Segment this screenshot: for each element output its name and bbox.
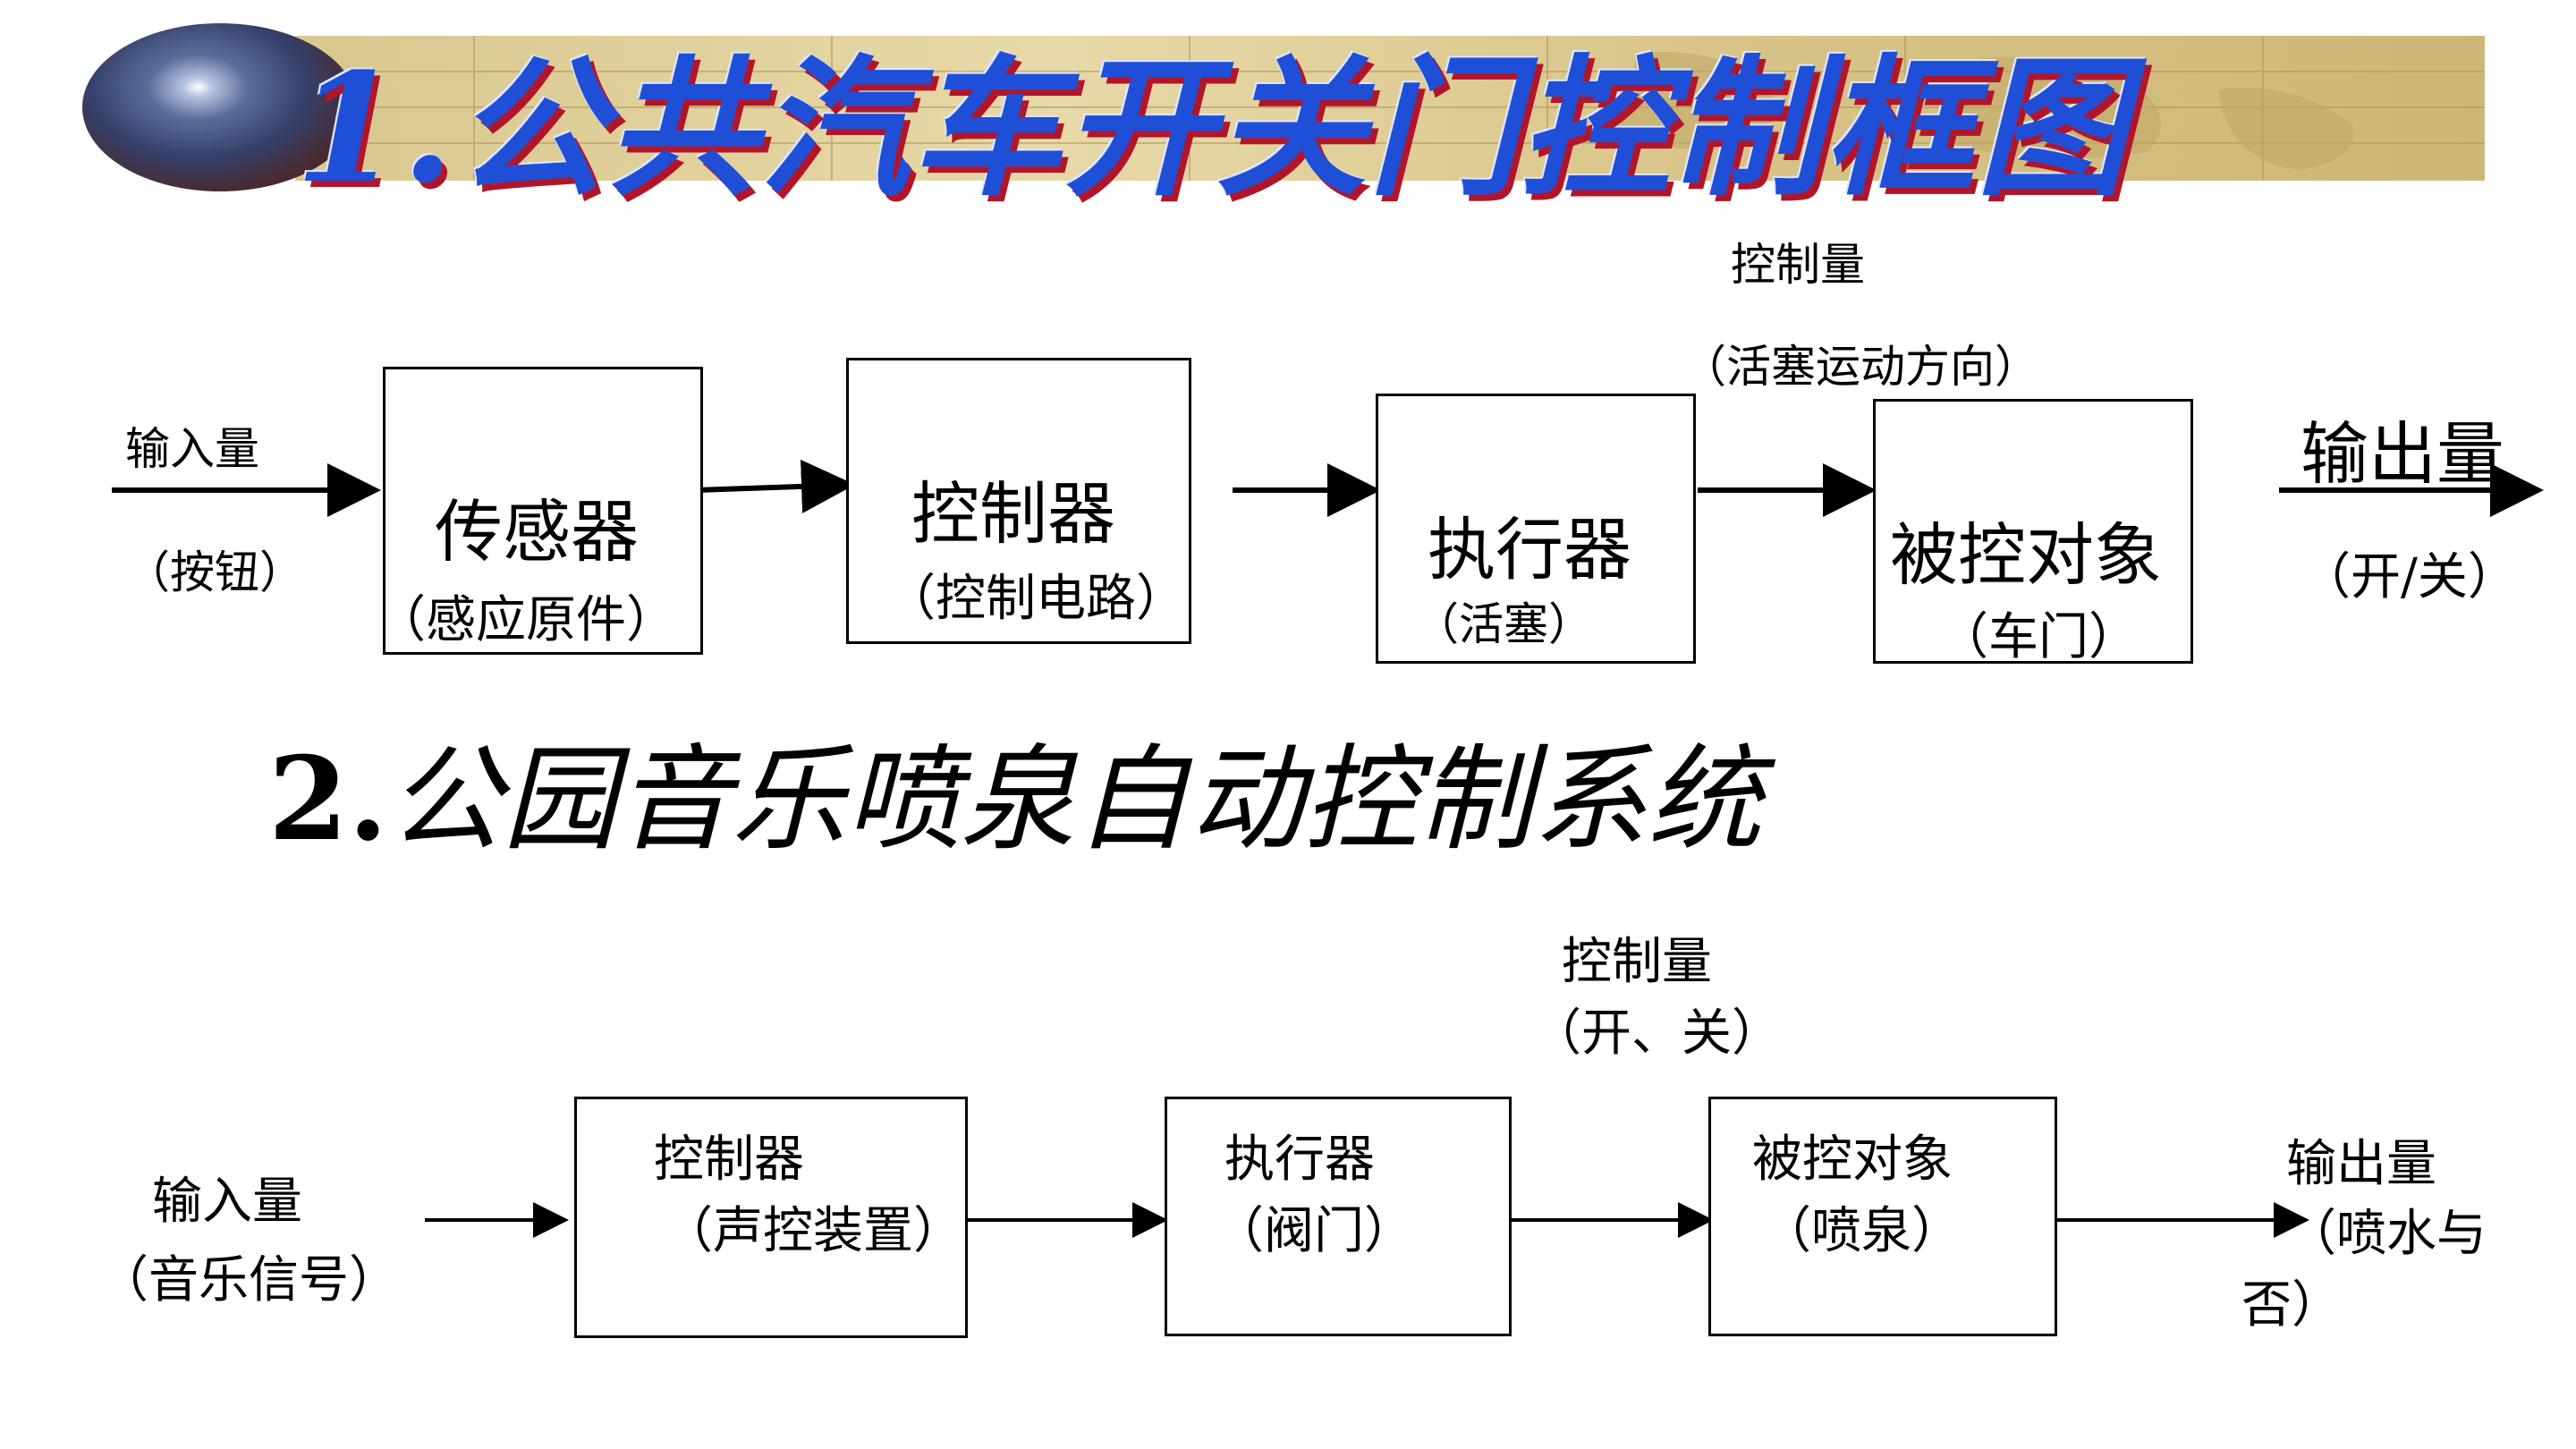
input-sub-1: （按钮）	[125, 547, 304, 598]
block-controller: 控制器	[846, 358, 1191, 644]
block-object-2-sub: （喷泉）	[1761, 1202, 1962, 1260]
section2-title: 2.公园音乐喷泉自动控制系统	[268, 707, 1762, 872]
block-object: 被控对象 （车门）	[1873, 399, 2193, 666]
block-sensor: 传感器	[383, 367, 703, 655]
input-label-2: 输入量	[152, 1173, 302, 1231]
control-quantity-label-1: 控制量	[1731, 239, 1865, 291]
section2-title-number: 2.	[268, 733, 388, 867]
output-label-1: 输出量	[2301, 414, 2504, 494]
block-controller-2-label: 控制器	[654, 1131, 804, 1189]
block-controller-2-sub: （声控装置）	[663, 1202, 963, 1260]
control-quantity-sub-1: （活塞运动方向）	[1682, 341, 2039, 393]
block-actuator-2: 执行器 （阀门）	[1165, 1097, 1512, 1336]
arrow-sensor-controller	[695, 459, 855, 513]
block-controller-2: 控制器 （声控装置）	[574, 1097, 968, 1338]
block-actuator: 执行器 （活塞）	[1376, 394, 1696, 664]
world-map-decoration	[295, 36, 2485, 181]
section2-title-text: 公园音乐喷泉自动控制系统	[387, 733, 1762, 867]
block-object-sub: （车门）	[1938, 608, 2139, 666]
block-actuator-2-label: 执行器	[1224, 1131, 1375, 1189]
output-sub-2-line1: （喷水与	[2286, 1205, 2487, 1263]
block-sensor-label: 传感器	[435, 492, 639, 572]
block-controller-label: 控制器	[911, 474, 1115, 554]
output-label-2: 输出量	[2286, 1135, 2436, 1193]
block-object-label: 被控对象	[1890, 515, 2162, 595]
title-banner	[295, 36, 2485, 181]
block-actuator-2-sub: （阀门）	[1214, 1202, 1414, 1260]
block-actuator-sub: （活塞）	[1414, 598, 1593, 650]
block-object-2: 被控对象 （喷泉）	[1708, 1097, 2057, 1336]
input-label-1: 输入量	[125, 423, 259, 475]
control-quantity-label-2: 控制量	[1562, 933, 1712, 991]
block-object-2-label: 被控对象	[1752, 1131, 1953, 1189]
globe-icon	[82, 23, 358, 191]
input-sub-2: （音乐信号）	[98, 1251, 399, 1309]
output-sub-1: （开/关）	[2301, 548, 2518, 606]
block-sensor-sub: （感应原件）	[376, 591, 676, 649]
block-actuator-label: 执行器	[1428, 510, 1631, 589]
block-controller-sub: （控制电路）	[886, 570, 1186, 628]
output-sub-2-line2: 否）	[2241, 1276, 2342, 1335]
control-quantity-sub-2: （开、关）	[1531, 1004, 1782, 1063]
section1-title: 1.公共汽车开关门控制框图	[295, 39, 2129, 216]
